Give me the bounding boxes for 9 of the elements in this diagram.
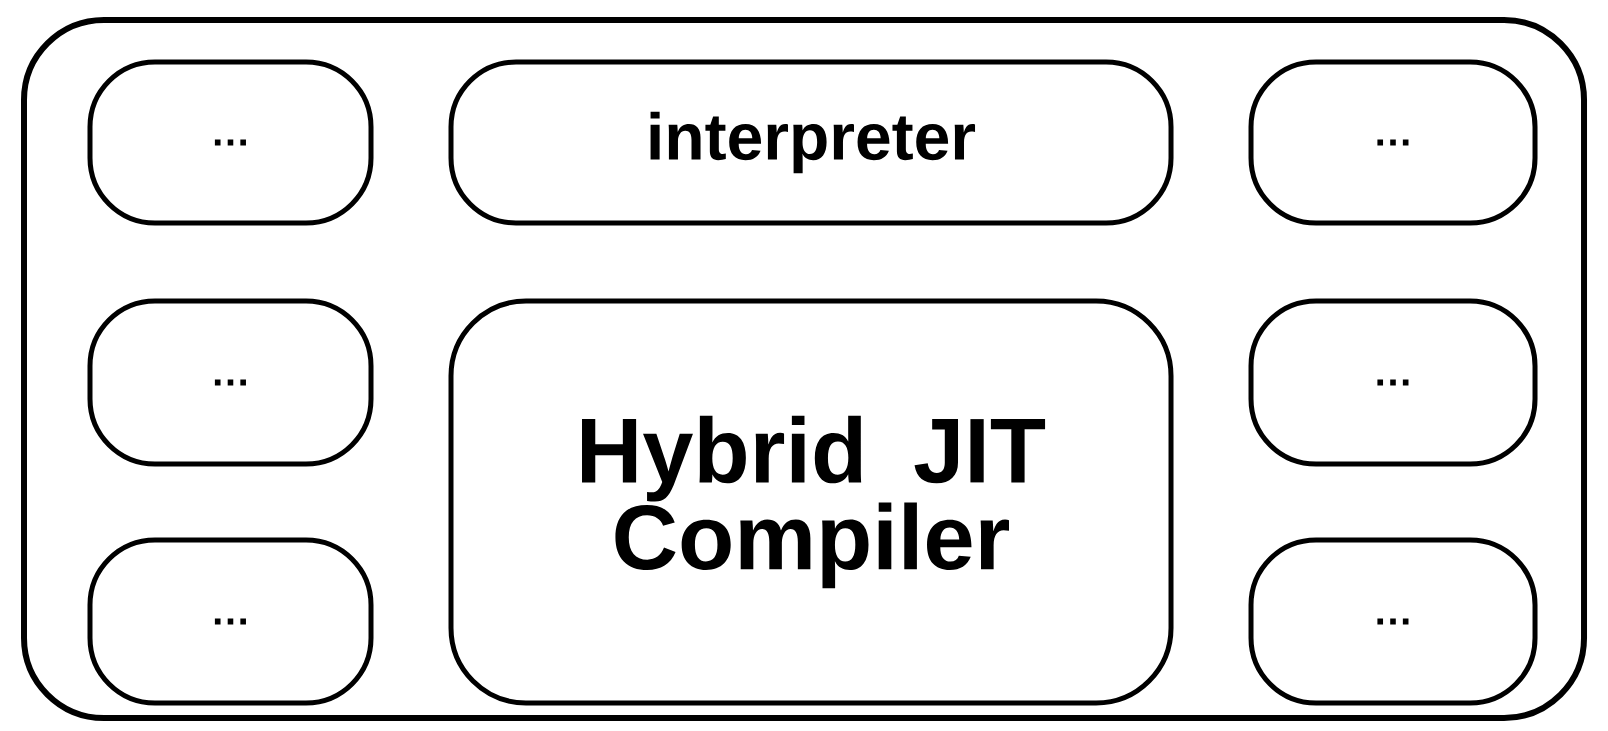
rounded-box: … [87,537,374,706]
rounded-box: interpreter [448,59,1174,226]
rounded-box: … [87,59,374,226]
rounded-box: … [1248,59,1538,226]
rounded-box: … [87,298,374,467]
rounded-box: … [1248,298,1538,467]
compiler-box: Hybrid JIT Compiler [448,298,1174,706]
container-box [21,17,1587,721]
rounded-box: … [1248,537,1538,706]
